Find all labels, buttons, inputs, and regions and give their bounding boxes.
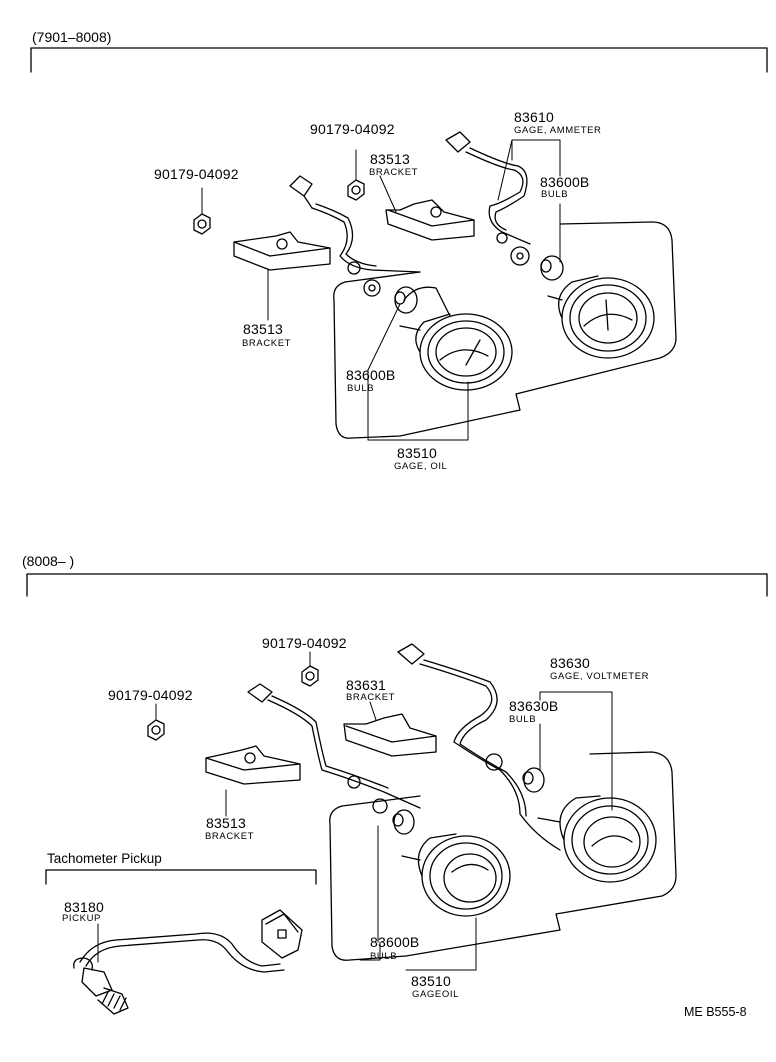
upper-range-label: (7901–8008) xyxy=(32,29,112,45)
lower-bracket-top xyxy=(343,713,437,757)
lower-nut-center-part-number: 90179-04092 xyxy=(262,635,347,651)
lower-oil-gage-part-number: 83510 xyxy=(411,973,451,989)
drawing-code: ME B555-8 xyxy=(684,1005,747,1019)
pickup-description: PICKUP xyxy=(62,913,101,924)
lower-voltmeter-part-number: 83630 xyxy=(550,655,590,671)
lower-harness-right xyxy=(397,643,561,851)
upper-bulb-left-part-number: 83600B xyxy=(346,367,396,383)
lower-bracket-left-description: BRACKET xyxy=(205,831,255,842)
upper-bulb-right-description: BULB xyxy=(541,189,569,200)
upper-leaders xyxy=(201,139,561,441)
upper-bulb-left-description: BULB xyxy=(347,383,375,394)
upper-range-bracket xyxy=(30,47,768,73)
upper-bracket-left xyxy=(233,231,331,271)
pickup-sensor xyxy=(73,957,129,1015)
lower-bulb-right-part-number: 83630B xyxy=(509,698,559,714)
upper-bulb-right-part-number: 83600B xyxy=(540,174,590,190)
tachometer-pickup-title: Tachometer Pickup xyxy=(47,851,162,866)
lower-bulb-left xyxy=(372,798,415,835)
upper-bracket-top-description: BRACKET xyxy=(369,167,419,178)
pickup-connector xyxy=(261,909,303,959)
upper-nut-center xyxy=(347,179,365,201)
pickup-wire xyxy=(79,932,285,973)
lower-bulb-right-description: BULB xyxy=(509,714,537,725)
lower-harness-left xyxy=(247,683,421,809)
lower-bracket-top-description: BRACKET xyxy=(346,692,396,703)
upper-ammeter-description: GAGE, AMMETER xyxy=(514,125,602,136)
lower-instrument-panel xyxy=(329,751,677,961)
lower-bulb-left-description: BULB xyxy=(370,951,398,962)
upper-oil-gage-part-number: 83510 xyxy=(397,445,437,461)
lower-nut-left xyxy=(147,719,165,741)
lower-oil-gage xyxy=(401,833,511,917)
lower-oil-gage-description: GAGEOIL xyxy=(412,989,459,1000)
lower-bracket-left xyxy=(205,745,301,785)
lower-bulb-right xyxy=(485,753,545,793)
upper-bulb-right xyxy=(510,246,564,281)
upper-bulb-left xyxy=(363,279,418,314)
upper-nut-left xyxy=(193,213,211,235)
lower-bracket-top-part-number: 83631 xyxy=(346,677,386,693)
upper-ammeter-part-number: 83610 xyxy=(514,109,554,125)
upper-section xyxy=(30,47,768,441)
upper-bracket-left-part-number: 83513 xyxy=(243,321,283,337)
upper-bracket-top-part-number: 83513 xyxy=(370,151,410,167)
lower-nut-center xyxy=(301,665,319,687)
pickup-part-number: 83180 xyxy=(64,899,104,915)
upper-harness-left xyxy=(289,175,421,275)
lower-nut-left-part-number: 90179-04092 xyxy=(108,687,193,703)
upper-bracket-top xyxy=(385,199,475,241)
upper-harness-right xyxy=(445,131,531,245)
tachometer-pickup-section xyxy=(45,869,317,1015)
upper-oil-gage xyxy=(399,286,513,391)
upper-instrument-panel xyxy=(333,221,677,439)
upper-nut-center-part-number: 90179-04092 xyxy=(310,121,395,137)
lower-bulb-left-part-number: 83600B xyxy=(370,934,420,950)
lower-range-bracket xyxy=(26,573,768,597)
lower-voltmeter-description: GAGE, VOLTMETER xyxy=(550,671,650,682)
lower-voltmeter-gage xyxy=(537,795,657,883)
upper-oil-gage-description: GAGE, OIL xyxy=(394,461,448,472)
lower-bracket-left-part-number: 83513 xyxy=(206,815,246,831)
lower-range-label: (8008– ) xyxy=(22,553,75,569)
tachometer-bracket xyxy=(45,869,317,885)
upper-ammeter-gage xyxy=(547,275,655,359)
lower-section xyxy=(26,573,768,971)
lower-leaders xyxy=(155,651,613,971)
upper-nut-left-part-number: 90179-04092 xyxy=(154,166,239,182)
upper-bracket-left-description: BRACKET xyxy=(242,338,292,349)
